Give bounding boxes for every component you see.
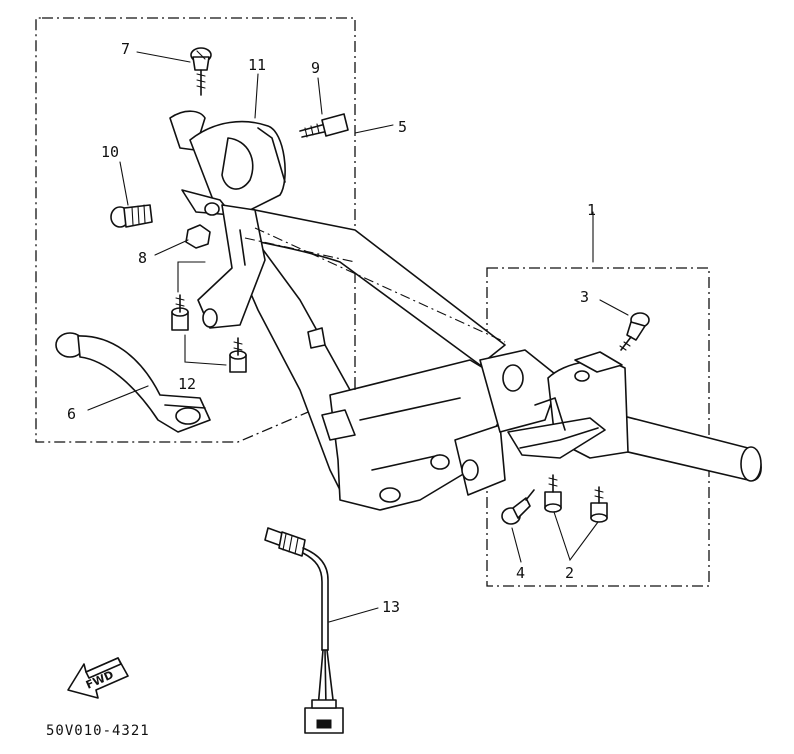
drawing-code: 50V010-4321 — [46, 723, 150, 739]
callouts: 1 2 3 4 5 6 7 8 9 10 11 12 13 — [67, 40, 596, 616]
leader-lines — [87, 51, 629, 623]
screw-3 — [619, 312, 650, 351]
clutch-lever — [55, 332, 211, 433]
callout-9: 9 — [311, 59, 320, 77]
screw-2-right — [590, 486, 608, 523]
right-switch-housing — [507, 351, 629, 459]
callout-10: 10 — [101, 143, 119, 161]
lever-assembly-box — [35, 17, 356, 443]
bolt-9 — [299, 113, 349, 138]
callout-11: 11 — [248, 56, 266, 74]
callout-2: 2 — [565, 564, 574, 582]
nut-8 — [185, 224, 211, 249]
handlebar — [229, 204, 561, 511]
screw-2-left — [544, 474, 562, 513]
assembly-link-line-2 — [254, 227, 506, 343]
screw-12-upper — [171, 294, 189, 331]
screw-7 — [190, 47, 212, 96]
clutch-switch-lead — [264, 527, 344, 734]
forward-direction-arrow — [67, 657, 129, 699]
lever-holder — [169, 110, 286, 329]
callout-6: 6 — [67, 405, 76, 423]
callout-1: 1 — [587, 201, 596, 219]
callout-13: 13 — [382, 598, 400, 616]
screw-4 — [501, 489, 535, 525]
switch-assembly-box — [486, 267, 710, 587]
callout-3: 3 — [580, 288, 589, 306]
callout-7: 7 — [121, 40, 130, 58]
callout-8: 8 — [138, 249, 147, 267]
bolt-10 — [110, 204, 153, 228]
callout-4: 4 — [516, 564, 525, 582]
screw-12-lower — [229, 337, 247, 373]
callout-12: 12 — [178, 375, 196, 393]
right-grip — [597, 409, 762, 482]
callout-5: 5 — [398, 118, 407, 136]
